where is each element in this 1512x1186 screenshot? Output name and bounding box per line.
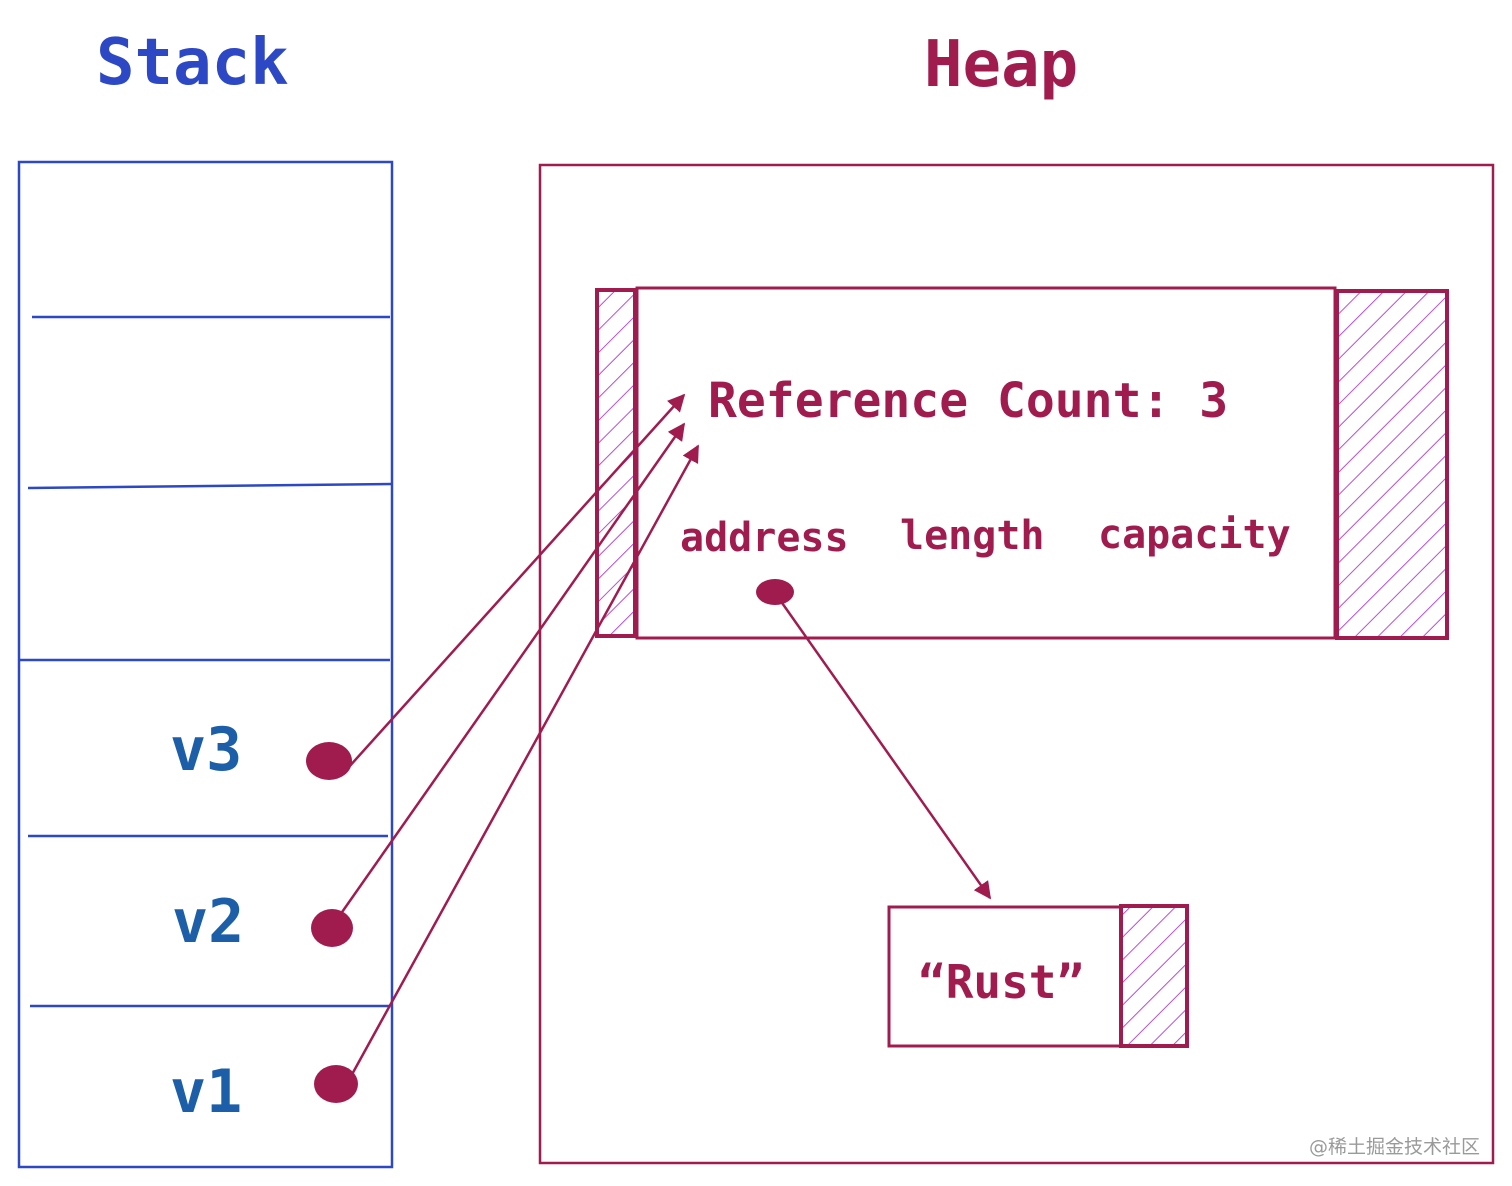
arrow-address-to-string <box>778 599 992 900</box>
stack-var-v2: v2 <box>172 887 244 957</box>
arrow-v3-to-rc <box>347 393 686 769</box>
watermark: @稀土掘金技术社区 <box>1309 1136 1480 1158</box>
stack-var-v1: v1 <box>170 1057 242 1127</box>
pointer-dot-v3 <box>306 742 352 780</box>
rc-block-right-padding <box>1335 289 1449 640</box>
pointer-dot-v1 <box>314 1065 358 1103</box>
string-value: “Rust” <box>918 955 1084 1009</box>
stack-title: Stack <box>96 26 289 100</box>
string-block-padding <box>1119 904 1189 1048</box>
field-capacity: capacity <box>1098 512 1291 558</box>
stack-column <box>17 160 394 1169</box>
heap-area <box>538 163 1495 1165</box>
stack-var-v3: v3 <box>170 715 242 785</box>
pointer-arrows <box>338 393 992 1079</box>
field-address: address <box>680 515 849 561</box>
field-length: length <box>900 513 1045 559</box>
string-block <box>887 905 1123 1048</box>
rc-block <box>635 286 1337 640</box>
arrow-v2-to-rc <box>338 422 686 916</box>
stack-divider <box>27 482 393 490</box>
arrow-v1-to-rc <box>348 444 700 1079</box>
reference-count-label: Reference Count: 3 <box>708 373 1228 429</box>
pointer-dot-address <box>756 579 794 605</box>
pointer-dot-v2 <box>311 909 353 947</box>
heap-title: Heap <box>924 28 1078 102</box>
rc-block-left-padding <box>595 288 637 638</box>
